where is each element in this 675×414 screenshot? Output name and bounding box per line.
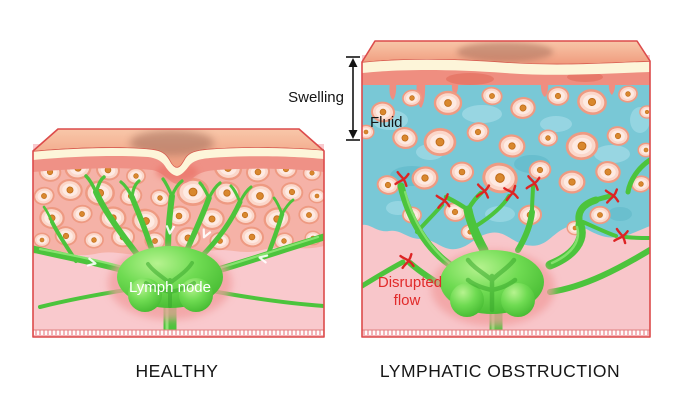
- cell: [538, 129, 558, 147]
- fluid-label: Fluid: [370, 114, 403, 131]
- vessel-branch: [165, 193, 175, 253]
- vessel-branch: [463, 205, 489, 255]
- basement-membrane-strip: [363, 330, 649, 337]
- cell: [83, 230, 105, 250]
- papillary-dermis-band: [33, 149, 324, 185]
- vessel-branch: [93, 189, 143, 261]
- node-inner-tree: [465, 257, 518, 313]
- disrupted-flow-line1: Disrupted: [378, 274, 442, 291]
- cell: [589, 205, 611, 225]
- vessel-exit: [362, 259, 406, 289]
- vessel-twig: [130, 179, 141, 199]
- cell: [449, 161, 475, 183]
- vessel-twig: [198, 181, 211, 200]
- healthy-caption: HEALTHY: [136, 361, 219, 381]
- vessel-twig: [170, 179, 184, 198]
- cell: [546, 86, 570, 106]
- vessel-twig: [207, 181, 222, 200]
- node-inner-tree: [144, 261, 196, 308]
- cell: [433, 90, 463, 116]
- skin-top-face-obstruction: [362, 41, 650, 64]
- lymph-vessels-healthy: [33, 174, 324, 337]
- vessel-highlight: [403, 190, 455, 268]
- vessel-branch: [183, 195, 212, 255]
- vessel-branch-right: [575, 196, 600, 229]
- basement-membrane-strip: [34, 330, 323, 337]
- vessel-lower-right: [547, 247, 650, 295]
- healthy-panel-border: [32, 128, 325, 338]
- dimple-shadow: [457, 42, 553, 62]
- epidermis-band: [362, 59, 650, 75]
- vessel-twig: [94, 175, 106, 194]
- vessel-fork: [50, 220, 78, 263]
- cell: [33, 232, 51, 248]
- lymph-node-obstruction: [431, 250, 555, 326]
- lymph-node-healthy: Lymph node: [108, 246, 232, 320]
- vessel-twig: [238, 185, 253, 204]
- cell: [126, 167, 146, 185]
- vessel-fork: [581, 220, 618, 238]
- cell: [308, 188, 324, 204]
- swelling-label: Swelling: [288, 89, 344, 106]
- arrowhead-up-icon: [348, 58, 358, 67]
- vessel-twig: [530, 184, 535, 214]
- fluid-region: [362, 76, 650, 250]
- cell: [423, 127, 457, 157]
- vessel-twig: [272, 196, 284, 216]
- healthy-panel: Lymph node: [32, 128, 325, 338]
- node-lobe: [450, 283, 484, 317]
- obstruction-panel: Fluid Disrupted flow: [361, 40, 651, 338]
- swelling-arrow: [346, 56, 360, 141]
- vessel-twig: [161, 177, 174, 198]
- vessel-branch: [129, 194, 156, 256]
- vessel-twig: [229, 184, 242, 204]
- epidermis-band: [33, 147, 324, 176]
- obstruction-caption: LYMPHATIC OBSTRUCTION: [380, 361, 620, 381]
- vessel-highlight: [550, 225, 580, 265]
- vessel-twig: [593, 193, 613, 203]
- cell: [637, 142, 650, 158]
- vessel-exit: [624, 235, 650, 240]
- cell: [639, 105, 650, 119]
- node-lobe: [501, 283, 535, 317]
- disrupted-flow-label: Disrupted flow: [378, 274, 442, 309]
- swelling-annotation: Swelling: [288, 56, 360, 141]
- disrupted-flow-line2: flow: [394, 292, 421, 309]
- vessel-twig: [280, 198, 295, 216]
- arrowhead-down-icon: [348, 130, 358, 139]
- lymph-node-label: Lymph node: [129, 279, 211, 296]
- vessel-highlight: [218, 235, 320, 270]
- vessel-branch: [515, 209, 535, 253]
- cell: [558, 170, 586, 194]
- vessel-branch: [197, 199, 243, 261]
- vessel-corner: [625, 157, 650, 195]
- vessel-fork: [265, 211, 285, 258]
- obstruction-panel-border: [361, 40, 651, 338]
- vessel-twig: [42, 205, 54, 224]
